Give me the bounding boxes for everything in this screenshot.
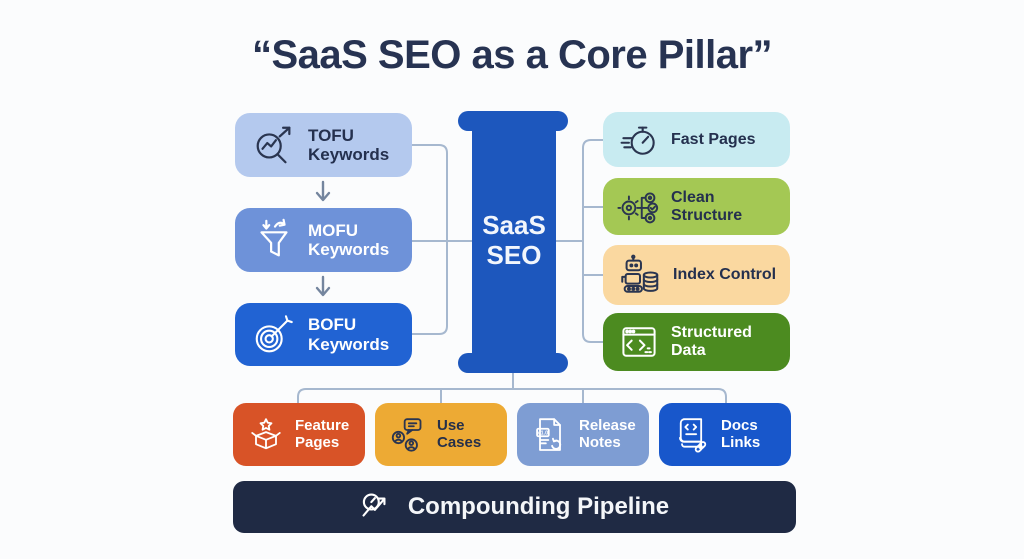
box-star-icon: [246, 415, 286, 455]
node-use-cases: Use Cases: [375, 403, 507, 466]
doc-version-icon: v1.0: [530, 415, 570, 455]
node-label: Feature Pages: [295, 416, 350, 451]
page-title: “SaaS SEO as a Core Pillar”: [251, 33, 773, 77]
gears-flow-icon: [617, 185, 661, 229]
version-badge-text: v1.0: [538, 430, 549, 436]
node-fast-pages: Fast Pages: [603, 112, 790, 167]
node-label: TOFU Keywords: [308, 125, 390, 164]
footer-label: Compounding Pipeline: [407, 493, 670, 520]
robot-database-icon: [617, 252, 663, 298]
node-index-control: Index Control: [603, 245, 790, 305]
funnel-icon: [251, 217, 297, 263]
node-label: MOFU Keywords: [308, 220, 390, 259]
node-docs-links: Docs Links: [659, 403, 791, 466]
pillar-cap-bottom: [458, 353, 568, 373]
book-link-icon: [672, 415, 712, 455]
pillar-label: SaaS SEO: [482, 210, 546, 270]
code-window-icon: [617, 320, 661, 364]
trend-search-icon: [251, 122, 297, 168]
node-mofu-keywords: MOFU Keywords: [235, 208, 412, 272]
node-label: Index Control: [673, 266, 777, 284]
node-tofu-keywords: TOFU Keywords: [235, 113, 412, 177]
node-label: Use Cases: [437, 416, 482, 451]
users-chat-icon: [388, 415, 428, 455]
node-release-notes: v1.0 Release Notes: [517, 403, 649, 466]
growth-arrow-icon: [360, 490, 394, 524]
footer-compounding-pipeline: Compounding Pipeline: [233, 481, 796, 533]
node-bofu-keywords: BOFU Keywords: [235, 303, 412, 366]
node-label: Fast Pages: [671, 130, 756, 148]
node-label: Structured Data: [671, 324, 752, 359]
node-clean-structure: Clean Structure: [603, 178, 790, 235]
node-label: BOFU Keywords: [308, 315, 390, 354]
pillar-saas-seo: SaaS SEO: [472, 126, 556, 356]
node-label: Release Notes: [579, 416, 636, 451]
node-structured-data: Structured Data: [603, 313, 790, 371]
stopwatch-icon: [617, 118, 661, 162]
node-label: Docs Links: [721, 416, 761, 451]
target-icon: [251, 312, 297, 358]
node-feature-pages: Feature Pages: [233, 403, 365, 466]
node-label: Clean Structure: [671, 188, 743, 224]
